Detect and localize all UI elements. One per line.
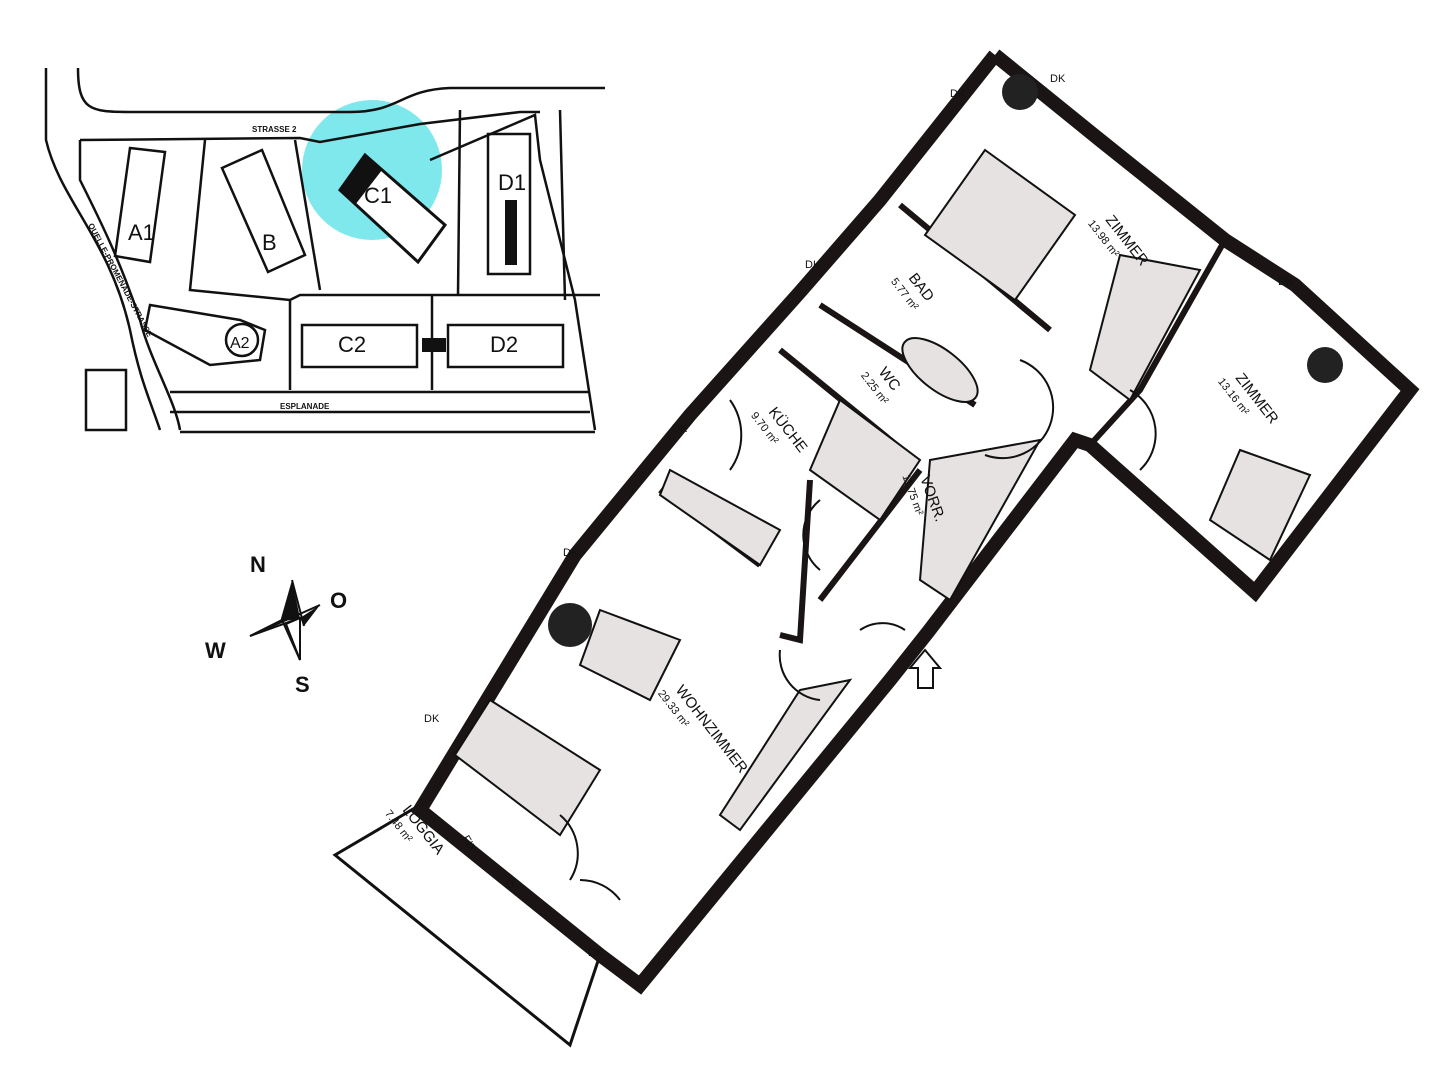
window-label-dk: DK [563,547,579,559]
compass-w: W [205,638,226,663]
site-plan: STRASSE 2 ESPLANADE QUELLE-PROMENADE-STR… [44,67,605,434]
building-label-c2: C2 [338,332,366,357]
window-label-dk: DK [588,947,604,959]
window-label-dk: DK [1278,276,1294,288]
building-label-b: B [262,230,277,255]
room-name-wohnzimmer: WOHNZIMMER [672,682,751,777]
window-label-d: D [506,879,514,891]
building-label-a1: A1 [128,220,155,245]
compass-n: N [250,552,266,577]
street-label-top: STRASSE 2 [252,125,297,134]
street-label-bottom: ESPLANADE [280,402,330,411]
apartment-plan [332,49,1420,1048]
exterior-walls [410,49,1420,995]
compass-o: O [330,588,347,613]
building-label-c1: C1 [364,183,392,208]
compass-rose: N O S W [205,552,347,697]
entrance-arrow [907,648,943,689]
window-label-dk: DK [805,259,821,271]
compass-s: S [295,672,310,697]
window-label-dk: DK [950,88,966,100]
building-label-d2: D2 [490,332,518,357]
window-label-dk: DK [424,713,440,725]
window-label-dk: DK [1050,73,1066,85]
building-label-a2: A2 [230,335,250,352]
window-labels: DK DK DK DK DK DK DK DK FIX D [424,73,1294,959]
window-label-dk: DK [672,423,688,435]
building-label-d1: D1 [498,170,526,195]
